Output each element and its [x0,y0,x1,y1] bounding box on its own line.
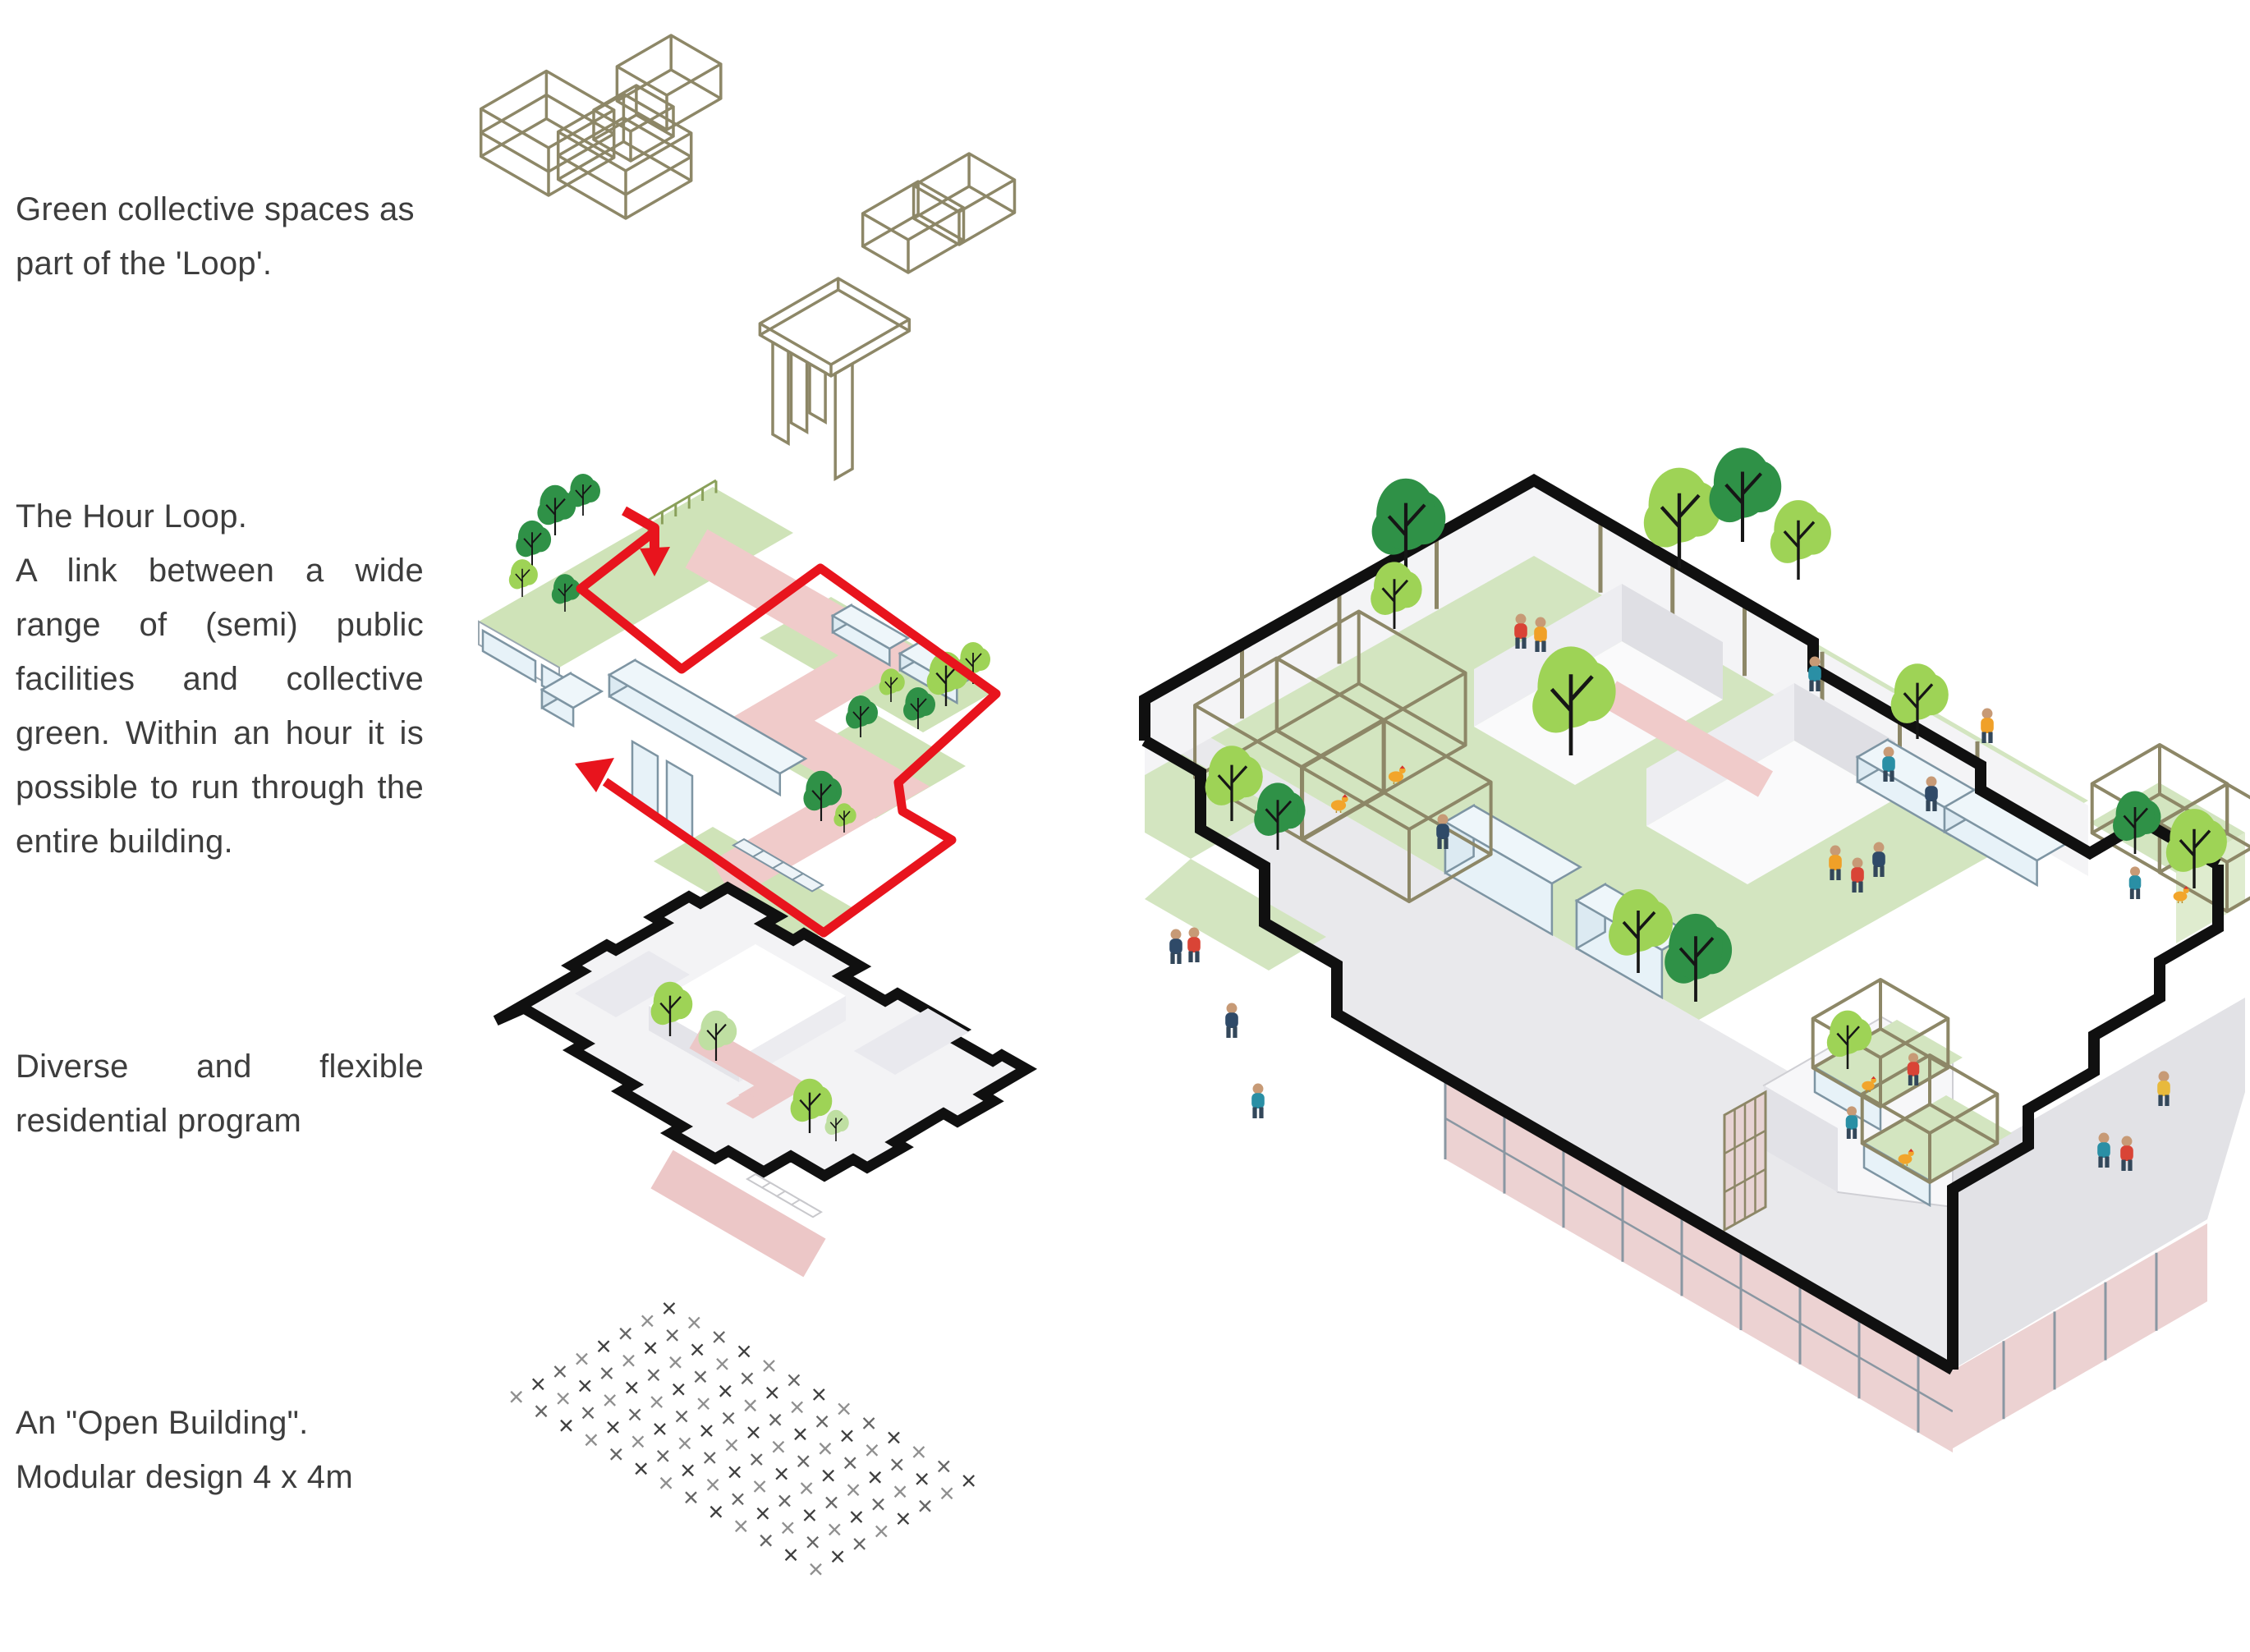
caption-green-spaces-line2: part of the 'Loop'. [16,246,273,282]
residential-program-diagram [493,881,1038,1278]
caption-hour-loop-title: The Hour Loop. [16,498,248,535]
building-axonometric-cutaway [1139,447,2250,1452]
caption-open-building: An "Open Building". Modular design 4 x 4… [16,1396,426,1504]
caption-hour-loop-body: A link between a wide range of (semi) pu… [16,553,424,860]
caption-green-spaces-line1: Green collective spaces as [16,191,415,227]
caption-hour-loop: The Hour Loop. A link between a wide ran… [16,489,426,869]
loop-massing-wireframes [479,34,1017,482]
modular-grid-diagram [510,1302,976,1576]
caption-residential: Diverse and flexible residential program [16,1049,424,1139]
caption-open-building-line1: An "Open Building". [16,1405,309,1441]
caption-open-building-line2: Modular design 4 x 4m [16,1459,353,1495]
caption-green-spaces: Green collective spaces as part of the '… [16,182,426,291]
hour-loop-diagram [478,474,1001,946]
